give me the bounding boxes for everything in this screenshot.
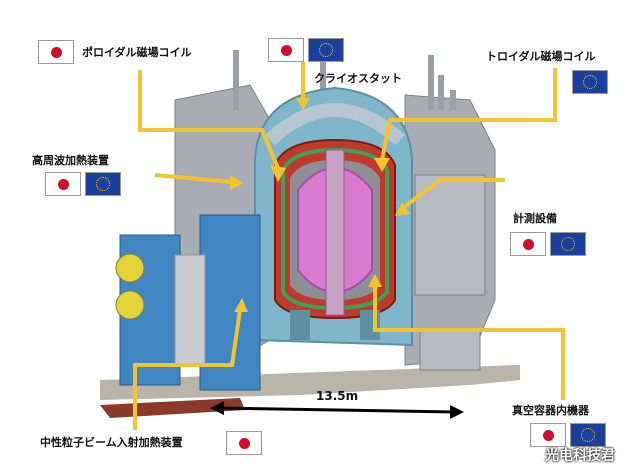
arrow-vacuum: [368, 274, 382, 287]
callout-rf: [154, 173, 233, 184]
top-pipe-right-1: [428, 55, 434, 110]
callout-vacuum: [373, 285, 565, 400]
flag-jp-poloidal-icon: [38, 40, 74, 64]
callout-toroidal: [380, 68, 557, 161]
arrow-diagnostics: [395, 202, 410, 216]
nbi-tank-2: [199, 214, 261, 391]
cryostat-top: [265, 103, 405, 146]
flag-eu-diagnostics-icon: [550, 232, 586, 256]
callout-arrowheads: [230, 98, 410, 312]
label-toroidal-coil: トロイダル磁場コイル: [486, 50, 596, 63]
flag-jp-diagnostics-icon: [510, 232, 546, 256]
flag-jp-vacuum-icon: [530, 423, 566, 447]
flag-jp-nbi-icon: [226, 431, 262, 455]
right-top-block: [414, 174, 486, 296]
label-cryostat: クライオスタット: [314, 72, 402, 85]
label-rf-heating: 高周波加熱装置: [32, 154, 109, 167]
top-pipe-right-2: [438, 75, 444, 110]
callout-diagnostics: [398, 178, 505, 212]
top-pipe-mid: [320, 60, 326, 90]
arrow-toroidal: [374, 158, 390, 172]
arrow-poloidal: [270, 165, 286, 182]
base-platform: [100, 365, 520, 400]
arrow-cryostat: [296, 98, 310, 110]
top-pipe-right-3: [450, 90, 456, 110]
flag-jp-rf-icon: [45, 172, 81, 196]
watermark-text: 光电科技君: [545, 448, 615, 464]
arrow-nbi: [234, 298, 248, 312]
coil-rings: [281, 147, 389, 311]
flag-eu-vacuum-icon: [570, 423, 606, 447]
callout-poloidal: [138, 70, 280, 169]
dimension-label: 13.5m: [316, 389, 359, 403]
label-vacuum-components: 真空容器内機器: [512, 404, 589, 417]
arrow-rf: [230, 175, 244, 190]
central-solenoid: [325, 149, 345, 316]
label-nbi: 中性粒子ビーム入射加熱装置: [40, 436, 183, 449]
dimension-arrow: [210, 401, 464, 419]
bottom-port-left: [290, 310, 310, 340]
flag-eu-cryostat-icon: [308, 38, 344, 62]
right-lower-block: [419, 329, 481, 371]
callout-nbi: [133, 309, 242, 430]
flag-eu-rf-icon: [85, 172, 121, 196]
label-diagnostics: 計測設備: [513, 212, 557, 225]
nbi-yellow-dome-2: [115, 290, 145, 320]
callout-lines: [133, 62, 565, 430]
flag-jp-cryostat-icon: [268, 38, 304, 62]
flag-eu-toroidal-icon: [572, 70, 608, 94]
top-pipe-left: [233, 50, 239, 110]
nbi-pipe-bundle: [174, 254, 206, 366]
label-poloidal-coil: ポロイダル磁場コイル: [82, 46, 192, 59]
nbi-yellow-dome-1: [115, 253, 145, 283]
